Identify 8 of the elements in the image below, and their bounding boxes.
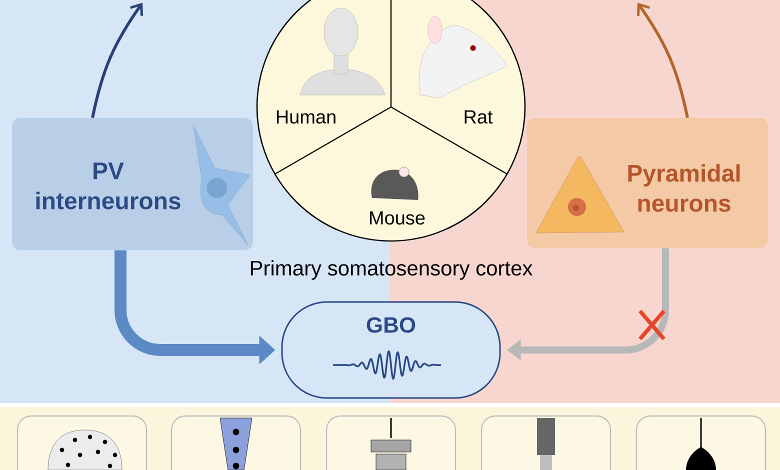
arrow (91, 2, 144, 118)
region-label: Primary somatosensory cortex (250, 260, 533, 280)
species-label: Rat (464, 110, 493, 124)
cell-type-box: PV interneurons (12, 118, 253, 250)
species-label: Human (276, 110, 336, 124)
arrow (636, 2, 689, 118)
species-label: Mouse (370, 211, 425, 225)
method-box (636, 415, 766, 470)
